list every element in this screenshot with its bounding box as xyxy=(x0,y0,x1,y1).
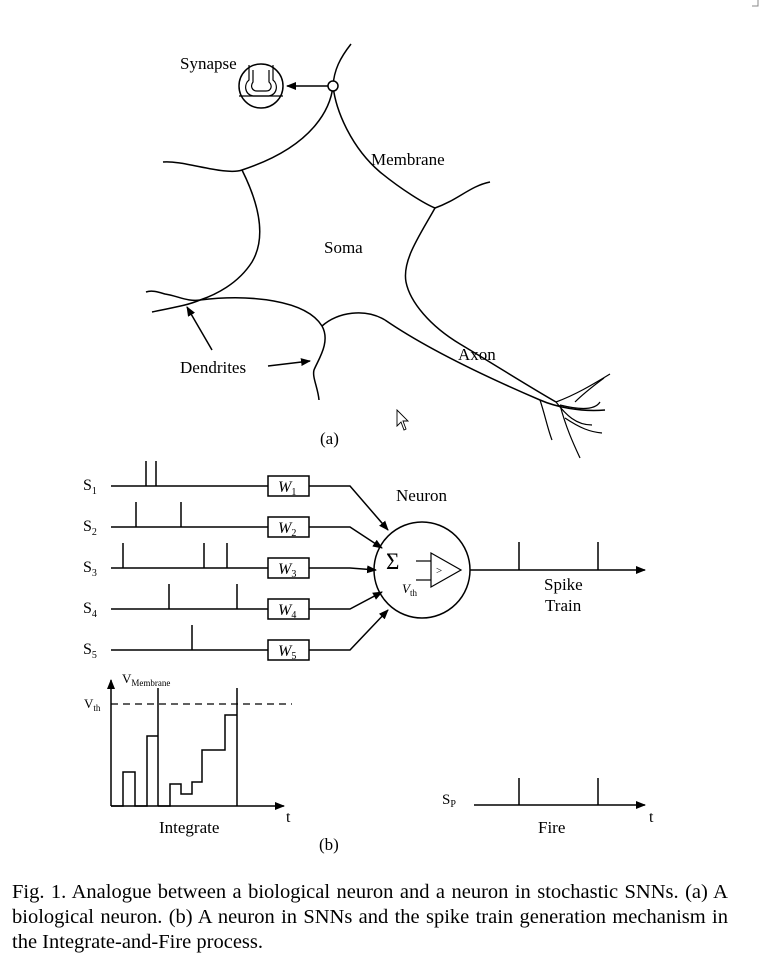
weight-label: W2 xyxy=(278,520,296,539)
input-row: S1 W1 xyxy=(83,461,389,531)
input-label: S3 xyxy=(83,559,97,579)
input-row: S2 W2 xyxy=(83,502,383,549)
dendrites-arrow-2 xyxy=(267,358,311,367)
weight-label: W4 xyxy=(278,602,296,621)
input-row: S5 W5 xyxy=(83,609,389,662)
soma-outline xyxy=(145,43,611,459)
cursor-icon xyxy=(396,408,410,431)
input-arrow xyxy=(309,565,377,574)
integrate-plot: VMembrane Vth t Integrate xyxy=(84,671,292,837)
input-row: S3 W3 xyxy=(83,543,377,580)
neuron-figure: Synapse Membrane Soma Dendrites Axon (a)… xyxy=(83,0,759,854)
integrate-x-label: t xyxy=(286,809,291,826)
weight-label: W5 xyxy=(278,643,296,662)
input-arrow xyxy=(309,609,389,651)
neuron-vth: Vth xyxy=(402,581,417,598)
neuron-node: Σ > Vth xyxy=(373,521,471,619)
input-arrow xyxy=(309,485,389,531)
caption-line-3: mechanism in the Integrate-and-Fire proc… xyxy=(12,906,729,953)
input-label: S4 xyxy=(83,600,97,620)
soma-label: Soma xyxy=(324,238,363,257)
panel-a-sublabel: (a) xyxy=(320,429,339,448)
neuron-label: Neuron xyxy=(396,486,447,505)
integrate-threshold-label: Vth xyxy=(84,696,101,713)
comparator-triangle xyxy=(430,551,463,589)
output-label-spike: Spike xyxy=(544,575,583,594)
input-row: S4 W4 xyxy=(83,584,383,621)
membrane-label: Membrane xyxy=(371,150,445,169)
membrane-trace-1 xyxy=(111,688,159,807)
panel-b-sublabel: (b) xyxy=(319,835,339,854)
fire-plot: SP t Fire xyxy=(442,778,654,837)
comparator-symbol: > xyxy=(436,565,442,577)
caption-line-1: Fig. 1. Analogue between a biological ne… xyxy=(12,881,679,903)
figure-caption: Fig. 1. Analogue between a biological ne… xyxy=(12,880,728,955)
neuron-sigma: Σ xyxy=(386,549,399,574)
weight-label: W1 xyxy=(278,479,296,498)
corner-mark xyxy=(752,0,759,7)
membrane-trace-2 xyxy=(158,688,238,807)
integrate-y-label: VMembrane xyxy=(122,671,170,688)
panel-a: Synapse Membrane Soma Dendrites Axon (a) xyxy=(145,43,611,459)
output-spike-train xyxy=(470,542,646,574)
output-label-train: Train xyxy=(545,596,582,615)
dendrites-arrow-1 xyxy=(186,306,213,351)
input-label: S1 xyxy=(83,477,97,497)
fire-caption: Fire xyxy=(538,818,565,837)
input-arrow xyxy=(309,591,383,610)
fire-x-label: t xyxy=(649,809,654,826)
input-label: S2 xyxy=(83,518,97,538)
fire-y-label: SP xyxy=(442,792,456,810)
dendrites-label: Dendrites xyxy=(180,358,246,377)
caption-line-2: (a) A biological neuron. (b) A neuron in… xyxy=(12,881,728,928)
synapse-glyph xyxy=(238,63,339,109)
integrate-caption: Integrate xyxy=(159,818,219,837)
axon-label: Axon xyxy=(458,345,496,364)
input-label: S5 xyxy=(83,641,97,661)
weight-label: W3 xyxy=(278,561,296,580)
synapse-label: Synapse xyxy=(180,54,237,73)
input-arrow xyxy=(309,526,383,549)
